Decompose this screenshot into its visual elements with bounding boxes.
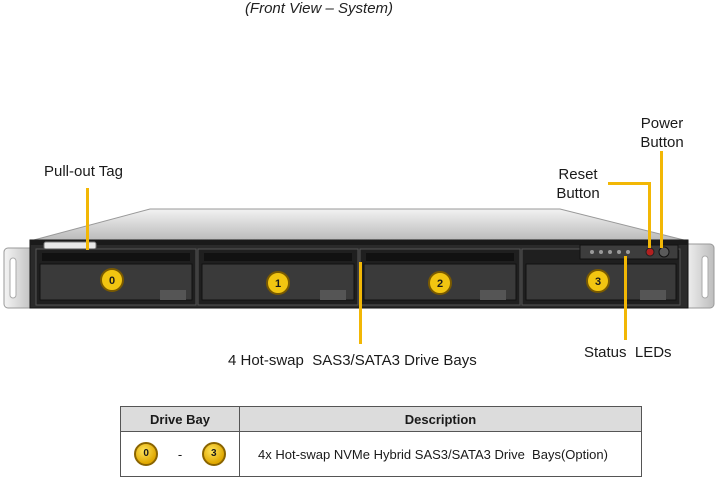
power-button-shape — [658, 246, 670, 258]
bay-badge-2 — [428, 271, 452, 295]
bay-number-2: 2 — [437, 278, 443, 290]
bay-number-1: 1 — [275, 278, 281, 290]
callout-reset-line1: Reset — [558, 166, 598, 183]
status-led — [599, 250, 603, 254]
callout-power-line1: Power — [640, 115, 684, 132]
callout-power-button: Power Button — [632, 114, 692, 152]
legend-description: 4x Hot-swap NVMe Hybrid SAS3/SATA3 Drive… — [239, 431, 642, 477]
bay-badge-1 — [266, 271, 290, 295]
reset-button-shape — [645, 247, 655, 257]
bay-number-0: 0 — [109, 275, 115, 287]
figure-caption: (Front View – System) — [244, 0, 394, 17]
callout-reset-button: Reset Button — [548, 165, 608, 203]
rack-ear-left — [3, 247, 35, 309]
legend-header-description: Description — [239, 406, 642, 432]
bay-badge-0 — [100, 268, 124, 292]
control-panel — [579, 244, 679, 260]
drive-bay-2 — [359, 248, 521, 306]
leader-drive-bays — [359, 262, 362, 344]
drive-bay-legend-table: Drive Bay Description 0 - 3 4x Hot-swap … — [120, 406, 642, 477]
legend-range-separator: - — [177, 446, 183, 462]
table-row: 0 - 3 4x Hot-swap NVMe Hybrid SAS3/SATA3… — [120, 431, 642, 477]
rack-ear-right — [683, 243, 715, 309]
legend-badge-start: 0 — [134, 442, 159, 466]
callout-drive-bays: 4 Hot-swap SAS3/SATA3 Drive Bays — [228, 352, 477, 369]
callout-status-leds: Status LEDs — [584, 344, 672, 361]
callout-pull-out-tag: Pull-out Tag — [44, 163, 123, 180]
legend-bay-range: 0 - 3 — [120, 431, 240, 477]
legend-header-row: Drive Bay Description — [120, 406, 642, 432]
chassis-top-cover — [29, 208, 689, 242]
callout-power-line2: Button — [640, 134, 684, 151]
leader-pull-out-tag — [86, 188, 89, 250]
callout-reset-line2: Button — [556, 185, 600, 202]
leader-reset-button-v — [648, 182, 651, 248]
legend-badge-end: 3 — [201, 442, 226, 466]
bay-number-3: 3 — [595, 276, 601, 288]
bay-badge-3 — [586, 269, 610, 293]
status-led — [590, 250, 594, 254]
leader-power-button — [660, 151, 663, 248]
leader-reset-button-h — [608, 182, 650, 185]
status-led — [626, 250, 630, 254]
leader-status-leds — [624, 256, 627, 340]
legend-header-drive-bay: Drive Bay — [120, 406, 240, 432]
status-led — [608, 250, 612, 254]
status-led — [617, 250, 621, 254]
